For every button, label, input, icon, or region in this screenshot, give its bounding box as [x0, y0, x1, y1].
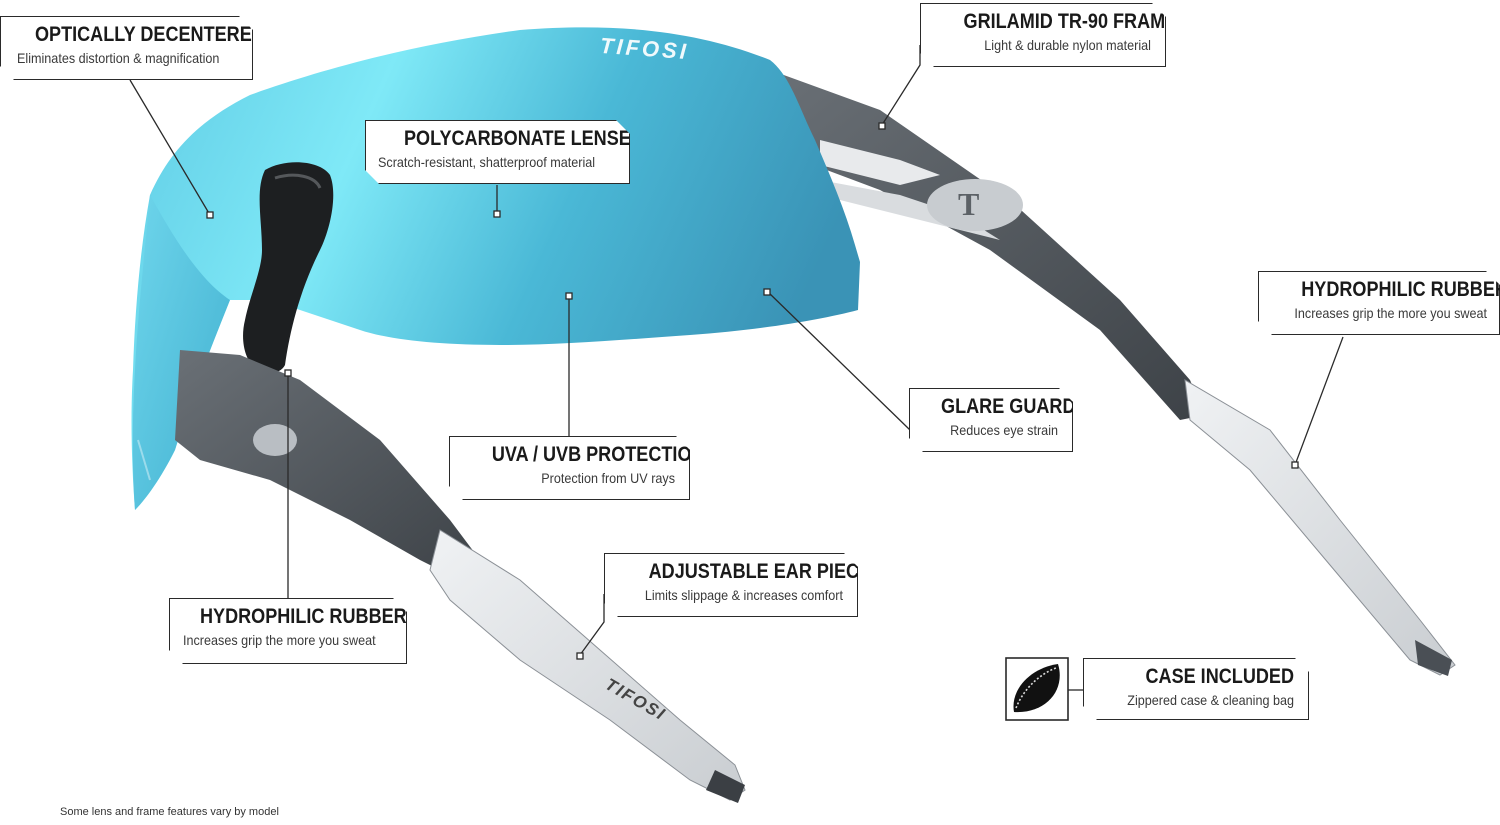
callout-optically-decentered: OPTICALLY DECENTERED Eliminates distorti…	[0, 16, 253, 80]
leader-lines	[129, 45, 1344, 656]
leader-dots	[206, 122, 1299, 660]
callout-subtitle: Eliminates distortion & magnification	[17, 50, 220, 66]
callout-title: CASE INCLUDED	[1145, 665, 1294, 688]
callout-subtitle: Limits slippage & increases comfort	[644, 587, 843, 603]
callout-title: POLYCARBONATE LENSES	[404, 127, 643, 150]
callout-subtitle: Protection from UV rays	[541, 470, 675, 486]
callout-title: GRILAMID TR-90 FRAME	[963, 10, 1178, 33]
callout-subtitle: Scratch-resistant, shatterproof material	[378, 154, 596, 170]
callout-grilamid-frame: GRILAMID TR-90 FRAME Light & durable nyl…	[920, 3, 1166, 67]
svg-text:T: T	[958, 186, 979, 222]
callout-title: GLARE GUARD	[941, 395, 1076, 418]
callout-case-included: CASE INCLUDED Zippered case & cleaning b…	[1083, 658, 1309, 720]
callout-subtitle: Reduces eye strain	[950, 422, 1058, 438]
callout-title: ADJUSTABLE EAR PIECES	[648, 560, 884, 583]
callout-subtitle: Increases grip the more you sweat	[1294, 305, 1487, 321]
left-temple-arm	[175, 350, 746, 803]
callout-polycarbonate-lenses: POLYCARBONATE LENSES Scratch-resistant, …	[365, 120, 630, 184]
callout-subtitle: Increases grip the more you sweat	[183, 632, 376, 648]
callout-hydrophilic-rubber-left: HYDROPHILIC RUBBER Increases grip the mo…	[169, 598, 407, 664]
callout-subtitle: Light & durable nylon material	[984, 37, 1151, 53]
callout-adjustable-ear-pieces: ADJUSTABLE EAR PIECES Limits slippage & …	[604, 553, 858, 617]
callout-title: HYDROPHILIC RUBBER	[1301, 278, 1500, 301]
callout-title: HYDROPHILIC RUBBER	[200, 605, 407, 628]
callout-subtitle: Zippered case & cleaning bag	[1127, 692, 1294, 708]
nose-pad	[243, 162, 334, 373]
callout-glare-guard: GLARE GUARD Reduces eye strain	[909, 388, 1073, 452]
case-icon	[1005, 657, 1084, 721]
callout-uv-protection: UVA / UVB PROTECTION Protection from UV …	[449, 436, 690, 500]
callout-hydrophilic-rubber-right: HYDROPHILIC RUBBER Increases grip the mo…	[1258, 271, 1500, 335]
footnote: Some lens and frame features vary by mod…	[60, 806, 279, 818]
callout-title: OPTICALLY DECENTERED	[35, 23, 265, 46]
right-temple-arm: T	[770, 70, 1456, 676]
callout-title: UVA / UVB PROTECTION	[491, 443, 705, 466]
